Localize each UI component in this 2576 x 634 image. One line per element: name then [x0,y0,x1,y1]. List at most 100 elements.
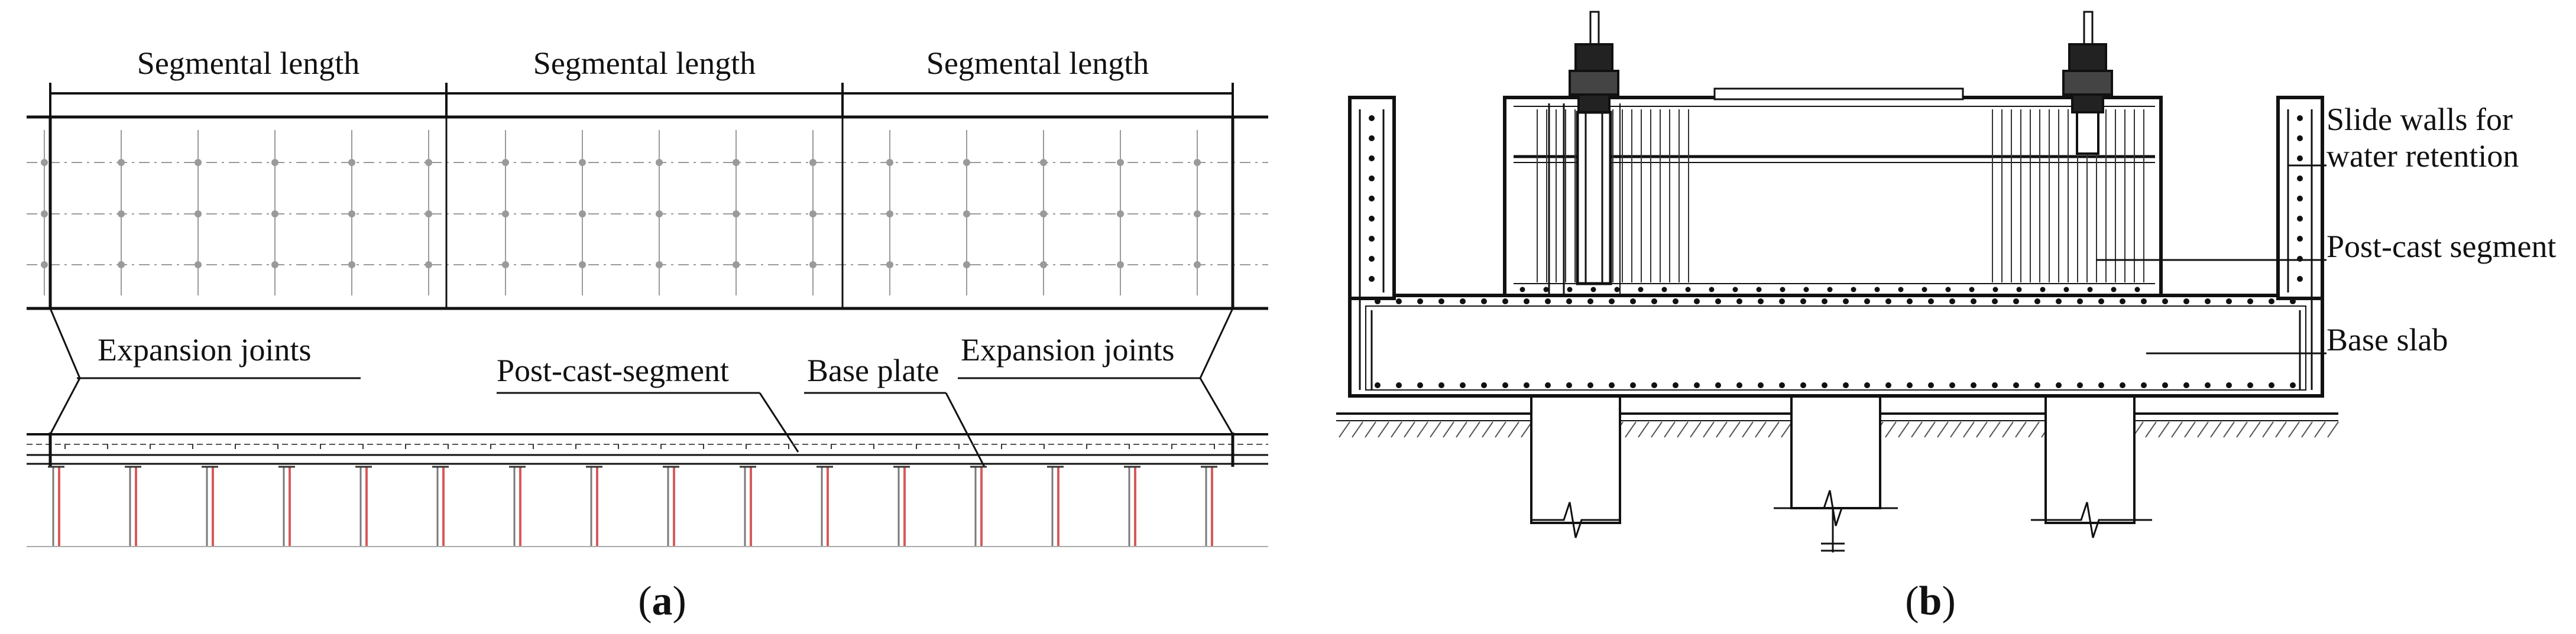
slab-dot [1864,298,1870,304]
slab-dot [1524,298,1530,304]
slab-dot [1715,382,1721,388]
soil-hatch-line [1495,421,1506,438]
slab-dot [1843,382,1849,388]
pile-left [1530,395,1621,538]
slab-dot [1609,298,1615,304]
slide-walls-label-line2: water retention [2326,138,2519,174]
top-dot [2063,287,2069,292]
plan-outline [27,115,1268,310]
slab-dot [2120,298,2125,304]
wall-dot [2297,155,2303,161]
slab-dot [1673,298,1679,304]
top-dot [1614,287,1620,292]
slab-dot [1864,382,1870,388]
wall-dot [1369,256,1375,262]
soil-hatch-line [1664,421,1676,438]
wall-dot [1369,175,1375,181]
dimension-line [49,83,1234,118]
slab-dot [1587,382,1593,388]
soil-hatch-line [1339,421,1350,438]
soil-hatch-line [1898,421,1910,438]
slab-dot [1928,298,1934,304]
soil-hatch-line [1378,421,1389,438]
pile-right [2031,395,2152,538]
soil-hatch-line [1950,421,1962,438]
slab-dot [1736,382,1742,388]
grid-node [1040,261,1047,268]
slab-dot [1694,382,1700,388]
soil-hatch-line [2288,421,2300,438]
top-dot [1590,287,1596,292]
expansion-joints-label-right: Expansion joints [961,332,1175,368]
grid-node [733,159,740,166]
pile [740,466,756,547]
slab-dot [2034,298,2040,304]
grid-node [733,261,740,268]
grid-node [886,159,893,166]
soil-hatch-line [2262,421,2274,438]
top-dot [1543,287,1549,292]
panel-b: Slide walls for water retention Post-cas… [1336,11,2556,624]
caption-a-letter: a [652,578,673,624]
slab-dot [2269,298,2274,304]
slab-dot [1949,298,1955,304]
grid-node [1194,261,1201,268]
grid-node [963,261,970,268]
slab-dot [1502,382,1508,388]
wall-dot [1369,135,1375,141]
slab-dot [1417,298,1423,304]
wall-dot [2297,196,2303,201]
slab-dot [1758,382,1764,388]
soil-hatch-line [2002,421,2014,438]
grid-node [425,210,432,217]
grid-node [1117,159,1124,166]
caption-a: (a) [638,578,686,624]
slab-dot [2162,382,2168,388]
top-dot [1732,287,1738,292]
slab-dot [1694,298,1700,304]
caption-b-close: ) [1942,578,1955,624]
pile [432,466,449,547]
slab-dot [1481,382,1487,388]
wall-dot [2297,236,2303,242]
soil-hatch-line [1755,421,1767,438]
slab-dot [1928,382,1934,388]
post-cast-segment-label-b: Post-cast segment [2326,229,2556,264]
slab-dot [1800,298,1806,304]
caption-b: (b) [1905,578,1956,624]
pile [893,466,910,547]
soil-hatch-line [2314,421,2326,438]
panel-b-leaders [2096,164,2326,355]
grid-node [348,210,355,217]
grid-node [348,261,355,268]
soil-hatch-line [1911,421,1923,438]
pile [663,466,679,547]
slab-dot [2141,382,2147,388]
soil-hatch-line [1677,421,1689,438]
top-dot [1945,287,1951,292]
top-dot [2087,287,2093,292]
plan-grid [27,130,1268,295]
slab-dot [1885,298,1891,304]
soil-hatch-line [2158,421,2170,438]
wall-dot [1369,236,1375,242]
slab-dot [1800,382,1806,388]
slab-dot [1907,382,1913,388]
slab-dot [1971,382,1976,388]
soil-hatch-line [2327,421,2339,438]
slab-dot [2290,382,2296,388]
soil-hatch-line [2171,421,2183,438]
slab-dot [1587,298,1593,304]
top-dot [1709,287,1715,292]
expansion-joints-label-left: Expansion joints [98,332,312,368]
soil-hatch-line [2223,421,2235,438]
soil-hatch-line [2249,421,2261,438]
anchor-left [1548,11,1621,295]
top-dot [1922,287,1927,292]
slab-dot [1417,382,1423,388]
top-dot [1992,287,1998,292]
pile [278,466,295,547]
slab-dot [1651,298,1657,304]
soil-hatch-line [1482,421,1493,438]
base-plate-label: Base plate [807,353,939,388]
